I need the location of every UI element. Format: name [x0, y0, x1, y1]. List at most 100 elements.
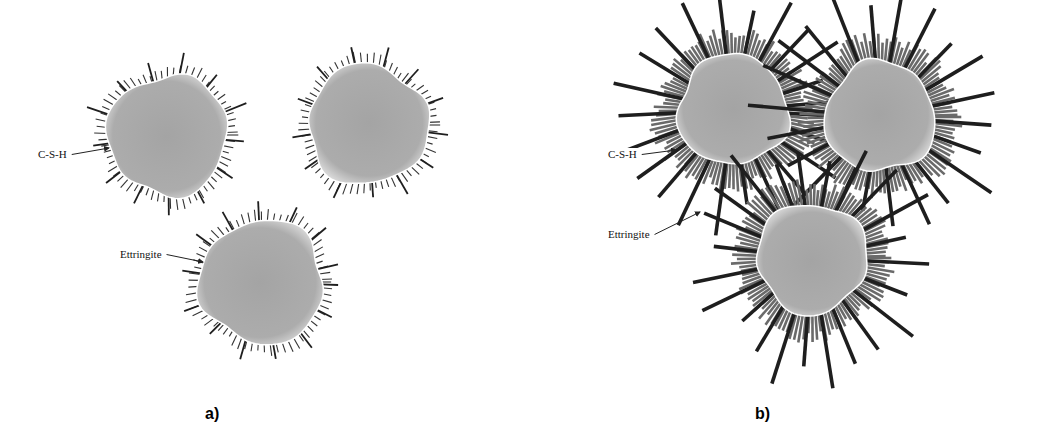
cement-grain [292, 47, 448, 198]
ettringite-needle [383, 47, 389, 69]
ettringite-needle [289, 207, 297, 224]
ettringite-needle [87, 107, 110, 115]
ettringite-needle [223, 103, 246, 112]
ettringite-needle [656, 28, 696, 70]
csh-needle [812, 184, 815, 208]
csh-needle [738, 36, 740, 56]
csh-needle [870, 41, 873, 60]
ettringite-needle [106, 171, 122, 183]
ettringite-needle [300, 332, 312, 348]
ettringite-needle [778, 41, 841, 88]
ettringite-needle [731, 155, 777, 213]
ettringite-needle [637, 142, 688, 178]
ettringite-needle [316, 264, 338, 269]
ettringite-needle [756, 305, 784, 352]
ettringite-needle [864, 237, 906, 246]
grain-body [309, 63, 430, 184]
csh-needle [885, 39, 887, 64]
component-label: Ettringite [118, 248, 164, 261]
ettringite-needle [196, 234, 213, 246]
ettringite-needle [832, 307, 855, 364]
ettringite-needle [223, 212, 234, 232]
ettringite-needle [821, 161, 830, 209]
ettringite-needle [315, 309, 331, 317]
csh-needle [737, 257, 759, 260]
ettringite-needle [748, 105, 827, 112]
ettringite-needle [403, 69, 418, 86]
ettringite-needle [742, 291, 775, 321]
ettringite-needle [914, 160, 948, 203]
ettringite-needle [862, 278, 907, 296]
ettringite-needle [716, 161, 726, 236]
csh-needle [651, 117, 678, 120]
ettringite-needle [702, 280, 767, 311]
ettringite-needle [240, 338, 246, 359]
ettringite-needle [871, 5, 876, 60]
component-label: C-S-H [606, 148, 639, 161]
ettringite-needle [714, 246, 760, 251]
ettringite-needle [767, 127, 826, 138]
csh-needle [739, 265, 758, 267]
ettringite-needle [744, 11, 754, 57]
csh-needle [883, 167, 885, 194]
grain-body [105, 74, 227, 199]
ettringite-needle [334, 181, 342, 198]
csh-needle [815, 313, 817, 339]
ettringite-needle [317, 67, 329, 81]
ettringite-needle [788, 143, 831, 166]
panel-label: a) [205, 405, 219, 423]
ettringite-needle [618, 113, 678, 116]
csh-needle [932, 114, 957, 117]
ettringite-needle [396, 173, 408, 194]
ettringite-needle [904, 9, 935, 70]
ettringite-needle [924, 56, 983, 91]
csh-needle [732, 162, 735, 190]
ettringite-needle [148, 63, 154, 84]
ettringite-needle [693, 269, 760, 283]
csh-needle [864, 247, 888, 250]
ettringite-needle [258, 201, 259, 223]
ettringite-needle [614, 83, 685, 99]
csh-needle [731, 262, 758, 264]
ettringite-needle [776, 164, 793, 208]
ettringite-needle [806, 26, 848, 78]
leader-line [655, 212, 700, 235]
csh-needle [864, 252, 886, 254]
leader-line [642, 150, 676, 155]
csh-needle [865, 257, 892, 260]
cement-grain [693, 151, 929, 388]
ettringite-needle [134, 184, 144, 204]
ettringite-needle [933, 121, 992, 125]
ettringite-needle [831, 0, 859, 64]
leader-line [167, 255, 203, 263]
csh-needle [809, 184, 812, 208]
cement-grain [748, 0, 994, 226]
grain-body [756, 206, 867, 316]
csh-needle [817, 190, 819, 208]
ettringite-needle [184, 305, 201, 311]
csh-needle [798, 121, 826, 123]
ettringite-needle [426, 132, 448, 135]
csh-needle [865, 264, 885, 266]
ettringite-needle [917, 44, 952, 80]
ettringite-needle [931, 135, 980, 153]
grain-body [824, 58, 935, 171]
ettringite-needle [426, 98, 443, 104]
csh-needle [730, 33, 733, 56]
component-label: C-S-H [36, 148, 69, 161]
ettringite-needle [850, 170, 896, 218]
csh-needle [933, 116, 962, 119]
ettringite-needle [292, 134, 313, 137]
csh-needle [811, 314, 814, 342]
ettringite-needle [310, 228, 326, 242]
leader-line [72, 148, 109, 155]
ettringite-needle [682, 3, 709, 60]
grain-body [197, 220, 324, 344]
ettringite-needle [351, 47, 355, 65]
ettringite-needle [215, 166, 233, 178]
ettringite-needle [865, 261, 929, 264]
csh-needle [713, 30, 720, 58]
ettringite-needle [804, 314, 808, 366]
ettringite-needle [821, 312, 833, 388]
